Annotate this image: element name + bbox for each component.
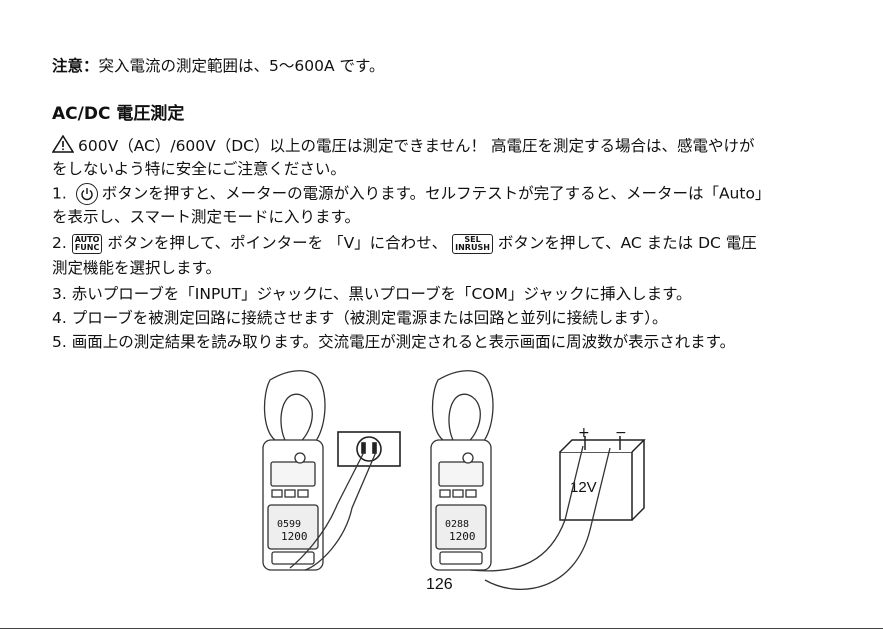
- section-title: AC/DC 電圧測定: [52, 104, 185, 124]
- sel-key-top: SEL: [464, 234, 481, 244]
- sel-key-bottom: INRUSH: [455, 242, 490, 252]
- page-number: 126: [426, 576, 453, 593]
- note-text: 突入電流の測定範囲は、5～600A です。: [98, 57, 385, 75]
- warning-text-1: 600V（AC）/600V（DC）以上の電圧は測定できません！ 高電圧を測定する…: [78, 137, 755, 155]
- power-button-icon: [75, 183, 98, 205]
- step-2-text-c: 測定機能を選択します。: [52, 259, 221, 277]
- auto-key-bottom: FUNC: [74, 242, 100, 252]
- auto-key-top: AUTO: [74, 234, 100, 244]
- right-clamp-meter: [430, 370, 494, 571]
- left-meter-range: 1200: [281, 530, 308, 543]
- battery-box: [559, 436, 646, 521]
- step-1-line-a: 1. ボタンを押すと、メーターの電源が入ります。セルフテストが完了すると、メータ…: [52, 183, 770, 205]
- step-1-text-b: を表示し、スマート測定モードに入ります。: [52, 208, 360, 226]
- note-line: 注意：突入電流の測定範囲は、5～600A です。: [52, 56, 384, 76]
- step-3: 3. 赤いプローブを「INPUT」ジャックに、黒いプローブを「COM」ジャックに…: [52, 285, 692, 303]
- step-1-text-a: ボタンを押すと、メーターの電源が入ります。セルフテストが完了すると、メーターは「…: [101, 184, 771, 203]
- right-meter-range: 1200: [449, 530, 476, 543]
- step-2-number: 2.: [52, 234, 67, 252]
- warning-line-1: 600V（AC）/600V（DC）以上の電圧は測定できません！ 高電圧を測定する…: [51, 134, 755, 158]
- step-5: 5. 画面上の測定結果を読み取ります。交流電圧が測定されると表示画面に周波数が表…: [52, 333, 736, 351]
- bottom-rule: [0, 628, 883, 629]
- battery-label: 12V: [570, 479, 597, 496]
- step-2-text-b: ボタンを押して、AC または DC 電圧: [497, 234, 757, 252]
- left-meter-reading: 0599: [277, 519, 301, 530]
- step-4: 4. プローブを被測定回路に接続させます（被測定電源または回路と並列に接続します…: [52, 309, 668, 327]
- power-outlet: [337, 431, 401, 467]
- left-clamp-meter: [262, 370, 326, 571]
- right-probe-leads: [469, 445, 611, 591]
- step-2-text-a: ボタンを押して、ポインターを 「V」に合わせ、: [107, 234, 448, 252]
- note-label: 注意：: [52, 57, 99, 75]
- battery-plus: +: [578, 425, 590, 441]
- left-probe-leads: [289, 451, 377, 571]
- battery-minus: −: [615, 425, 627, 441]
- warning-text-2: をしないよう特に安全にご注意ください。: [52, 160, 346, 178]
- warning-icon: [51, 134, 75, 158]
- step-1-number: 1.: [52, 184, 67, 203]
- right-meter-reading: 0288: [445, 519, 469, 530]
